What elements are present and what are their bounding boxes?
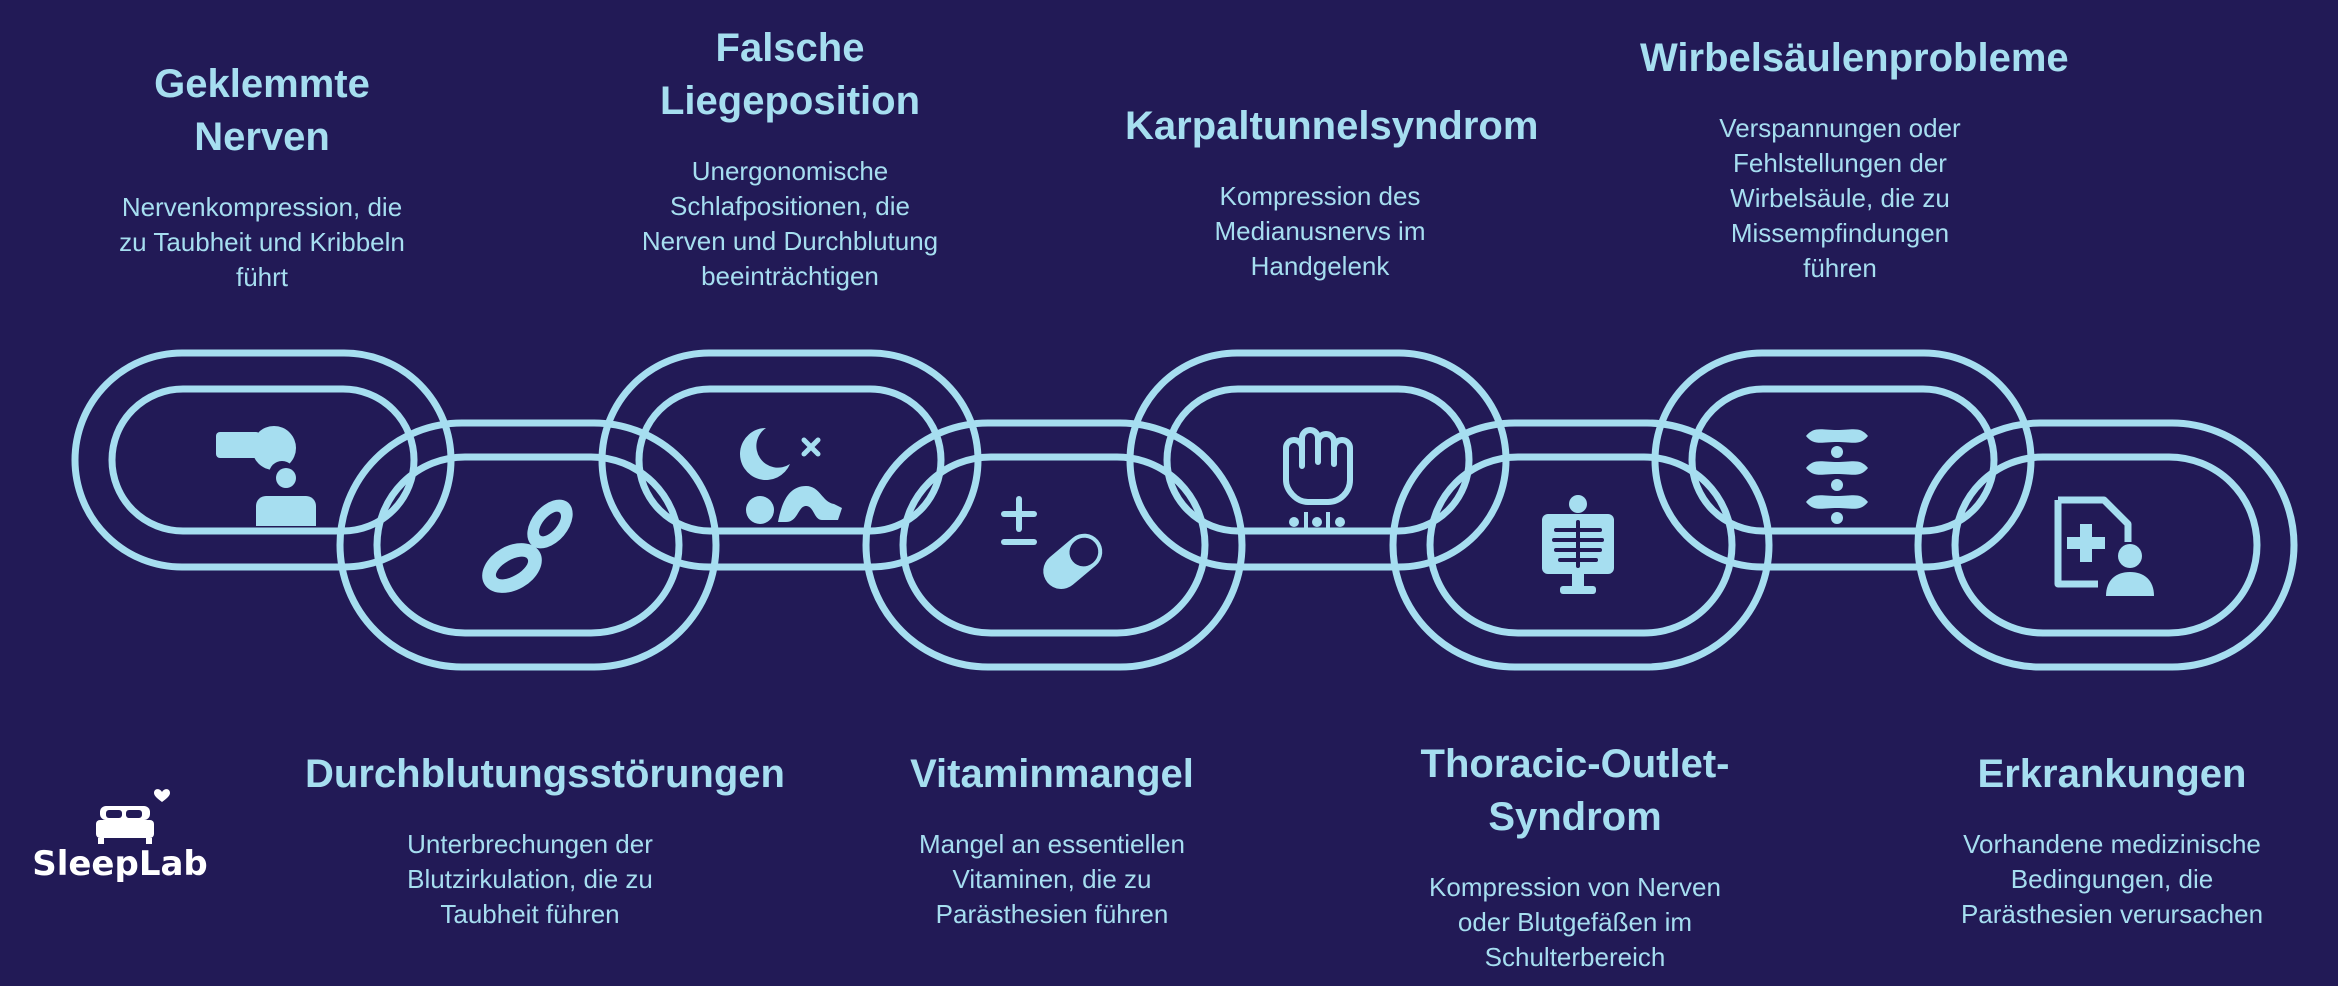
pinched-hand-person-icon xyxy=(216,426,316,526)
moon-sleep-position-icon xyxy=(740,428,842,524)
block-title: Vitaminmangel xyxy=(910,752,1194,796)
chain-link-bottom-3 xyxy=(1389,419,1773,671)
bed-heart-icon xyxy=(96,789,170,844)
medical-record-icon xyxy=(2054,496,2154,596)
pill-plus-minus-icon xyxy=(1001,496,1103,589)
block-title: Durchblutungsstörungen xyxy=(305,752,785,796)
spine-icon xyxy=(1806,429,1868,524)
chain-link-bottom-2 xyxy=(862,419,1246,671)
block-title: Erkrankungen xyxy=(1977,752,2247,796)
block-geklemmte-nerven: Geklemmte Nerven Nervenkompression, die … xyxy=(72,58,452,295)
block-description: Verspannungen oder Fehlstellungen der Wi… xyxy=(1719,113,1961,283)
sleeplab-logo: SleepLab xyxy=(30,788,210,888)
block-description: Unergonomische Schlafpositionen, die Ner… xyxy=(641,156,939,291)
block-title: Wirbelsäulenprobleme xyxy=(1640,36,2069,80)
xray-chest-icon xyxy=(1542,495,1614,594)
block-title: Thoracic-Outlet- Syndrom xyxy=(1420,742,1730,839)
block-description: Nervenkompression, die zu Taubheit und K… xyxy=(119,192,405,292)
block-thoracic-outlet-syndrom: Thoracic-Outlet- Syndrom Kompression von… xyxy=(1385,738,1765,975)
block-description: Kompression von Nerven oder Blutgefäßen … xyxy=(1429,872,1721,972)
blood-cells-icon xyxy=(482,499,573,593)
logo-text: SleepLab xyxy=(32,844,208,884)
block-title: Karpaltunnelsyndrom xyxy=(1125,104,1539,148)
block-description: Kompression des Medianusnervs im Handgel… xyxy=(1214,181,1426,281)
block-description: Unterbrechungen der Blutzirkulation, die… xyxy=(407,829,653,929)
chain-link-bottom-4 xyxy=(1914,419,2298,671)
block-title: Falsche Liegeposition xyxy=(660,26,920,123)
block-wirbelsaeulenprobleme: Wirbelsäulenprobleme Verspannungen oder … xyxy=(1640,32,2069,286)
block-description: Vorhandene medizinische Bedingungen, die… xyxy=(1960,829,2264,929)
block-karpaltunnelsyndrom: Karpaltunnelsyndrom Kompression des Medi… xyxy=(1125,100,1539,284)
block-erkrankungen: Erkrankungen Vorhandene medizinische Bed… xyxy=(1922,748,2302,932)
hand-fist-icon xyxy=(1283,427,1353,528)
chain-link-bottom-1 xyxy=(336,419,720,671)
block-title: Geklemmte Nerven xyxy=(154,62,370,159)
block-falsche-liegeposition: Falsche Liegeposition Unergonomische Sch… xyxy=(600,22,980,294)
block-durchblutungsstoerungen: Durchblutungsstörungen Unterbrechungen d… xyxy=(305,748,785,932)
block-description: Mangel an essentiellen Vitaminen, die zu… xyxy=(919,829,1185,929)
block-vitaminmangel: Vitaminmangel Mangel an essentiellen Vit… xyxy=(862,748,1242,932)
